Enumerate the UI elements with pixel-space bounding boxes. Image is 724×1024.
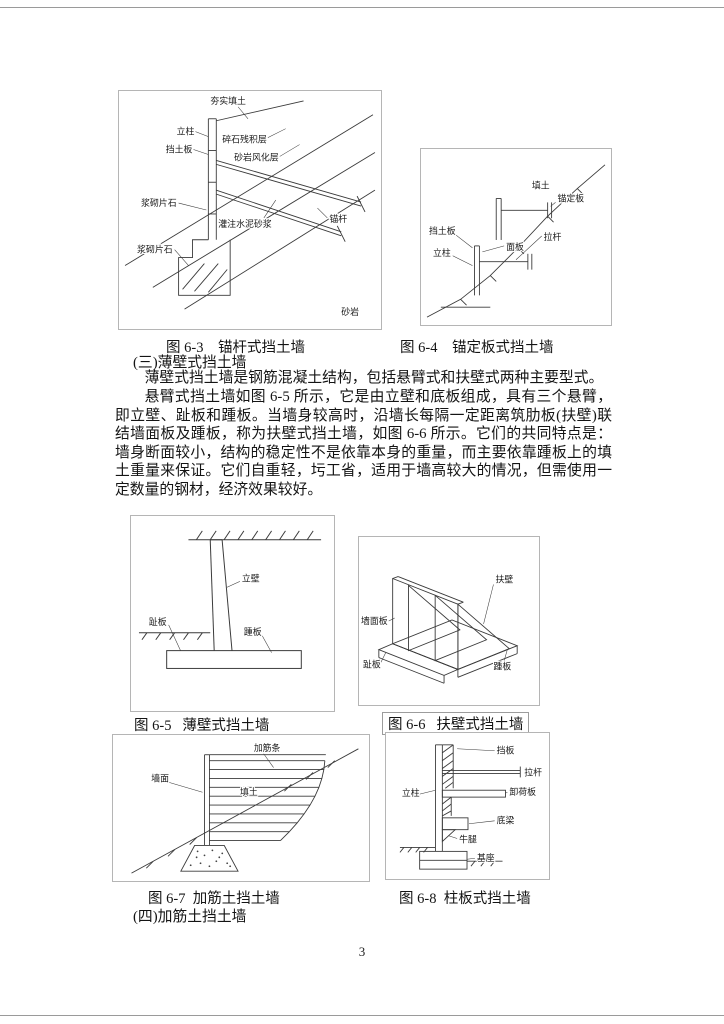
section-heading-4: (四)加筋土挡土墙 bbox=[133, 909, 247, 925]
diagram-label: 卸荷板 bbox=[509, 786, 536, 797]
fig67-leader-lines bbox=[168, 753, 274, 793]
diagram-label: 墙面 bbox=[151, 772, 169, 783]
fig67-linework bbox=[131, 748, 359, 874]
diagram-label: 拉杆 bbox=[544, 231, 562, 242]
fig67-labels: 墙面 加筋条 填土 bbox=[150, 741, 282, 799]
diagram-label: 立柱 bbox=[402, 787, 420, 798]
diagram-label: 拉杆 bbox=[524, 766, 542, 777]
diagram-label: 挡土板 bbox=[429, 225, 456, 236]
fig68-linework bbox=[399, 744, 521, 870]
diagram-label: 锚定板 bbox=[558, 192, 585, 203]
fig65-labels: 立壁 趾板 踵板 bbox=[148, 571, 263, 638]
diagram-label: 立柱 bbox=[177, 126, 195, 137]
figure-caption-6-5: 图 6-5 薄壁式挡土墙 bbox=[134, 718, 270, 734]
fig64-linework bbox=[426, 164, 606, 318]
diagram-label: 浆砌片石 bbox=[141, 197, 177, 208]
page-number: 3 bbox=[358, 944, 366, 959]
fig-6-7-svg: 墙面 加筋条 填土 bbox=[131, 741, 359, 874]
fig-6-3-svg: 夯实填土 立柱 挡土板 碎石残积层 砂岩风化层 浆砌片石 灌注水泥砂浆 锚杆 浆… bbox=[124, 94, 376, 319]
figure-6-3: 夯实填土 立柱 挡土板 碎石残积层 砂岩风化层 浆砌片石 灌注水泥砂浆 锚杆 浆… bbox=[118, 90, 382, 330]
figure-6-6: 扶壁 墙面板 趾板 踵板 bbox=[358, 536, 540, 706]
fig68-labels: 挡板 拉杆 卸荷板 底梁 牛腿 基座 立柱 bbox=[401, 744, 544, 865]
diagram-label: 面板 bbox=[506, 241, 524, 252]
diagram-label: 挡板 bbox=[497, 745, 515, 756]
diagram-label: 夯实填土 bbox=[210, 95, 246, 106]
fig-6-4-svg: 挡土板 立柱 填土 锚定板 拉杆 面板 bbox=[426, 164, 606, 318]
fig-6-6-svg: 扶壁 墙面板 趾板 踵板 bbox=[360, 572, 519, 684]
diagram-label: 墙面板 bbox=[361, 615, 388, 626]
fig65-linework bbox=[138, 530, 322, 669]
figure-6-8: 挡板 拉杆 卸荷板 底梁 牛腿 基座 立柱 bbox=[385, 732, 550, 880]
diagram-label: 挡土板 bbox=[166, 143, 193, 154]
fig64-labels: 挡土板 立柱 填土 锚定板 拉杆 面板 bbox=[428, 178, 586, 259]
figure-6-7: 墙面 加筋条 填土 bbox=[112, 734, 370, 882]
fig64-leader-lines bbox=[452, 202, 556, 266]
figure-caption-6-3: 图 6-3 锚杆式挡土墙 bbox=[166, 340, 305, 356]
diagram-label: 锚杆 bbox=[329, 213, 347, 224]
fig63-labels: 夯实填土 立柱 挡土板 碎石残积层 砂岩风化层 浆砌片石 灌注水泥砂浆 锚杆 浆… bbox=[136, 94, 361, 319]
diagram-label: 立柱 bbox=[433, 247, 451, 258]
diagram-label: 牛腿 bbox=[459, 834, 477, 845]
fig-6-8-svg: 挡板 拉杆 卸荷板 底梁 牛腿 基座 立柱 bbox=[399, 744, 544, 870]
fig68-leader-lines bbox=[419, 748, 508, 860]
diagram-label: 浆砌片石 bbox=[137, 244, 173, 255]
bottom-rule bbox=[0, 1015, 724, 1016]
figure-caption-6-6: 图 6-6 扶壁式挡土墙 bbox=[382, 712, 530, 735]
diagram-label: 基座 bbox=[477, 852, 495, 863]
figure-6-5: 立壁 趾板 踵板 bbox=[130, 515, 335, 712]
diagram-label: 砂岩风化层 bbox=[234, 151, 279, 162]
diagram-label: 填土 bbox=[240, 786, 258, 797]
figure-caption-6-4: 图 6-4 锚定板式挡土墙 bbox=[400, 340, 554, 356]
diagram-label: 碎石残积层 bbox=[222, 134, 267, 145]
diagram-label: 立壁 bbox=[242, 572, 260, 583]
paragraph-2: 悬臂式挡土墙如图 6-5 所示，它是由立壁和底板组成，具有三个悬臂，即立壁、趾板… bbox=[115, 389, 612, 498]
diagram-label: 趾板 bbox=[363, 658, 381, 669]
diagram-label: 趾板 bbox=[149, 616, 167, 627]
fig66-leader-lines bbox=[380, 584, 508, 664]
section-heading-3: (三)薄壁式挡土墙 bbox=[133, 355, 247, 371]
diagram-label: 扶壁 bbox=[495, 573, 513, 584]
figure-caption-6-7: 图 6-7 加筋土挡土墙 bbox=[148, 891, 280, 907]
fig66-linework bbox=[377, 576, 519, 684]
fig63-leader-lines bbox=[174, 106, 328, 266]
diagram-label: 灌注水泥砂浆 bbox=[218, 218, 272, 229]
paragraph-1: 薄壁式挡土墙是钢筋混凝土结构，包括悬臂式和扶壁式两种主要型式。 bbox=[144, 370, 604, 386]
fig66-labels: 扶壁 墙面板 趾板 踵板 bbox=[360, 572, 515, 672]
diagram-label: 加筋条 bbox=[254, 742, 281, 753]
diagram-label: 砂岩 bbox=[341, 306, 359, 317]
fig67-foundation-dots bbox=[189, 849, 232, 868]
figure-6-4: 挡土板 立柱 填土 锚定板 拉杆 面板 bbox=[420, 148, 612, 326]
diagram-label: 踵板 bbox=[244, 626, 262, 637]
diagram-label: 踵板 bbox=[493, 660, 511, 671]
fig-6-5-svg: 立壁 趾板 踵板 bbox=[138, 530, 322, 669]
diagram-label: 底梁 bbox=[497, 815, 515, 826]
fig65-leader-lines bbox=[168, 581, 272, 653]
diagram-label: 填土 bbox=[532, 180, 550, 191]
figure-caption-6-8: 图 6-8 柱板式挡土墙 bbox=[399, 891, 531, 907]
top-rule bbox=[0, 7, 724, 8]
fig63-linework bbox=[124, 100, 376, 310]
